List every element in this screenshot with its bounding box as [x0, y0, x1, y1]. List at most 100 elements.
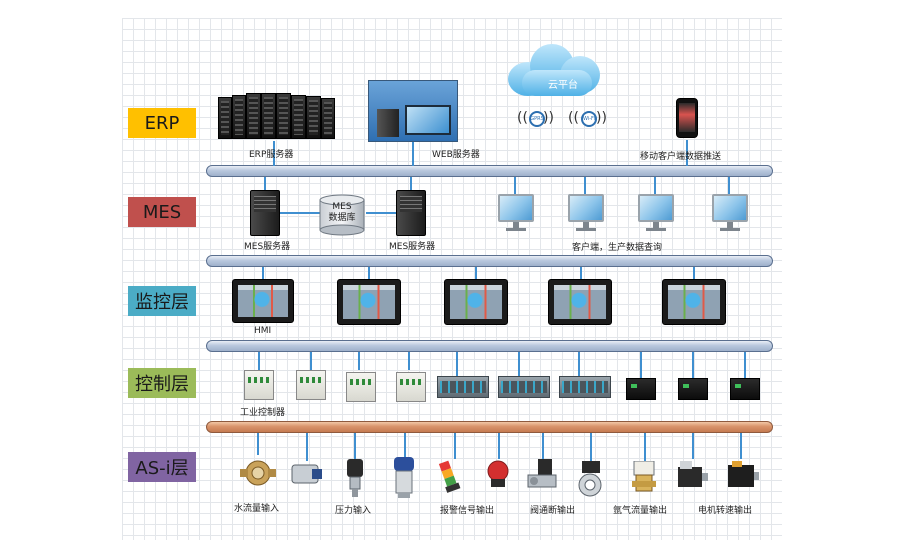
industrial-controller-caption: 工业控制器	[240, 408, 286, 418]
erp-bus	[206, 165, 773, 177]
plc-10-link	[744, 352, 746, 378]
compact-plc-1	[626, 378, 656, 400]
motor-speed-output-caption: 电机转速输出	[698, 506, 753, 516]
hmi-panel-5	[662, 279, 726, 325]
field-7-link	[542, 433, 544, 459]
hmi-panel-1	[232, 279, 294, 323]
erp-server-rack-group	[218, 93, 336, 141]
servo-motor-2-icon	[728, 461, 759, 487]
client-monitor-1	[498, 194, 534, 234]
io-module-4	[396, 372, 426, 402]
field-3-link	[354, 433, 356, 459]
web-server-link	[412, 142, 414, 166]
hmi-panel-3	[444, 279, 508, 325]
client-2-link	[584, 177, 586, 195]
hmi-5-link	[693, 267, 695, 280]
database-label-line2: 数据库	[328, 213, 356, 223]
field-8-link	[590, 433, 592, 461]
mes-server-1-link	[264, 177, 266, 191]
monitor-bus	[206, 340, 773, 352]
client-monitor-2	[568, 194, 604, 234]
plc-5-link	[456, 352, 458, 376]
web-server-caption: WEB服务器	[432, 150, 480, 160]
plc-3-link	[358, 352, 360, 370]
layer-label-control: 控制层	[128, 368, 196, 398]
io-module-2	[296, 370, 326, 400]
control-bus	[206, 421, 773, 433]
plc-rack-1	[437, 376, 489, 398]
mes-db-link-right	[366, 212, 398, 214]
plc-4-link	[408, 352, 410, 370]
compact-plc-2	[678, 378, 708, 400]
pressure-input-caption: 压力输入	[335, 506, 372, 516]
plc-rack-3	[559, 376, 611, 398]
layer-label-mes: MES	[128, 197, 196, 227]
plc-8-link	[640, 352, 642, 378]
gprs-signal-icon: (( )) GPRS	[517, 110, 554, 127]
hmi-2-link	[368, 267, 370, 280]
client-1-link	[514, 177, 516, 195]
field-6-link	[498, 433, 500, 459]
mobile-phone-icon	[676, 98, 698, 138]
photoelectric-sensor-icon	[291, 464, 322, 484]
valve-output-caption: 阀通断输出	[530, 506, 576, 516]
field-5-link	[454, 433, 456, 459]
field-4-link	[404, 433, 406, 457]
water-flow-input-caption: 水流量输入	[234, 504, 280, 514]
layer-label-monitor: 监控层	[128, 286, 196, 316]
hmi-3-link	[475, 267, 477, 280]
plc-6-link	[518, 352, 520, 376]
field-2-link	[306, 433, 308, 461]
database-cylinder-icon	[319, 194, 365, 236]
pressure-sensor-icon	[347, 459, 363, 497]
client-monitor-3	[638, 194, 674, 234]
signal-tower-light-icon	[438, 460, 461, 493]
plc-2-link	[310, 352, 312, 370]
argon-flow-output-caption: 氩气流量输出	[613, 506, 668, 516]
water-flow-sensor-icon	[240, 460, 276, 486]
database-label-line1: MES	[332, 202, 352, 212]
hmi-panel-4	[548, 279, 612, 325]
wifi-signal-icon: (( )) Wi-Fi	[568, 110, 607, 127]
mes-database-icon: MES 数据库	[318, 194, 366, 236]
mes-server-1-icon	[250, 190, 280, 236]
client-query-caption: 客户端，生产数据查询	[572, 243, 663, 253]
solenoid-valve-icon	[527, 459, 557, 488]
mes-server-2-link	[410, 177, 412, 191]
io-module-1	[244, 370, 274, 400]
client-monitor-4	[712, 194, 748, 234]
mobile-link	[686, 140, 688, 166]
field-11-link	[740, 433, 742, 459]
argon-flow-valve-icon	[632, 461, 656, 492]
servo-motor-1-icon	[678, 461, 708, 487]
hmi-caption: HMI	[254, 326, 272, 336]
cloud-platform-icon: 云平台	[508, 42, 604, 98]
gprs-badge: GPRS	[529, 111, 545, 127]
client-3-link	[654, 177, 656, 195]
client-4-link	[728, 177, 730, 195]
erp-server-link	[273, 141, 275, 166]
field-9-link	[644, 433, 646, 461]
hmi-panel-2	[337, 279, 401, 325]
plc-7-link	[578, 352, 580, 376]
compact-plc-3	[730, 378, 760, 400]
wifi-badge: Wi-Fi	[581, 111, 597, 127]
mes-bus	[206, 255, 773, 267]
hmi-4-link	[580, 267, 582, 280]
mes-server-1-caption: MES服务器	[244, 242, 291, 252]
cloud-platform-label: 云平台	[548, 80, 578, 91]
alarm-buzzer-icon	[487, 460, 509, 487]
mes-server-2-icon	[396, 190, 426, 236]
field-1-link	[257, 433, 259, 455]
web-server-display	[368, 80, 458, 142]
plc-1-link	[258, 352, 260, 370]
field-10-link	[692, 433, 694, 459]
layer-label-erp: ERP	[128, 108, 196, 138]
proximity-sensor-icon	[394, 457, 414, 498]
mes-server-2-caption: MES服务器	[389, 242, 436, 252]
layer-label-asi: AS-i层	[128, 452, 196, 482]
io-module-3	[346, 372, 376, 402]
mobile-push-caption: 移动客户端数据推送	[640, 152, 722, 162]
hmi-1-link	[262, 267, 264, 280]
mes-db-link-left	[280, 212, 320, 214]
